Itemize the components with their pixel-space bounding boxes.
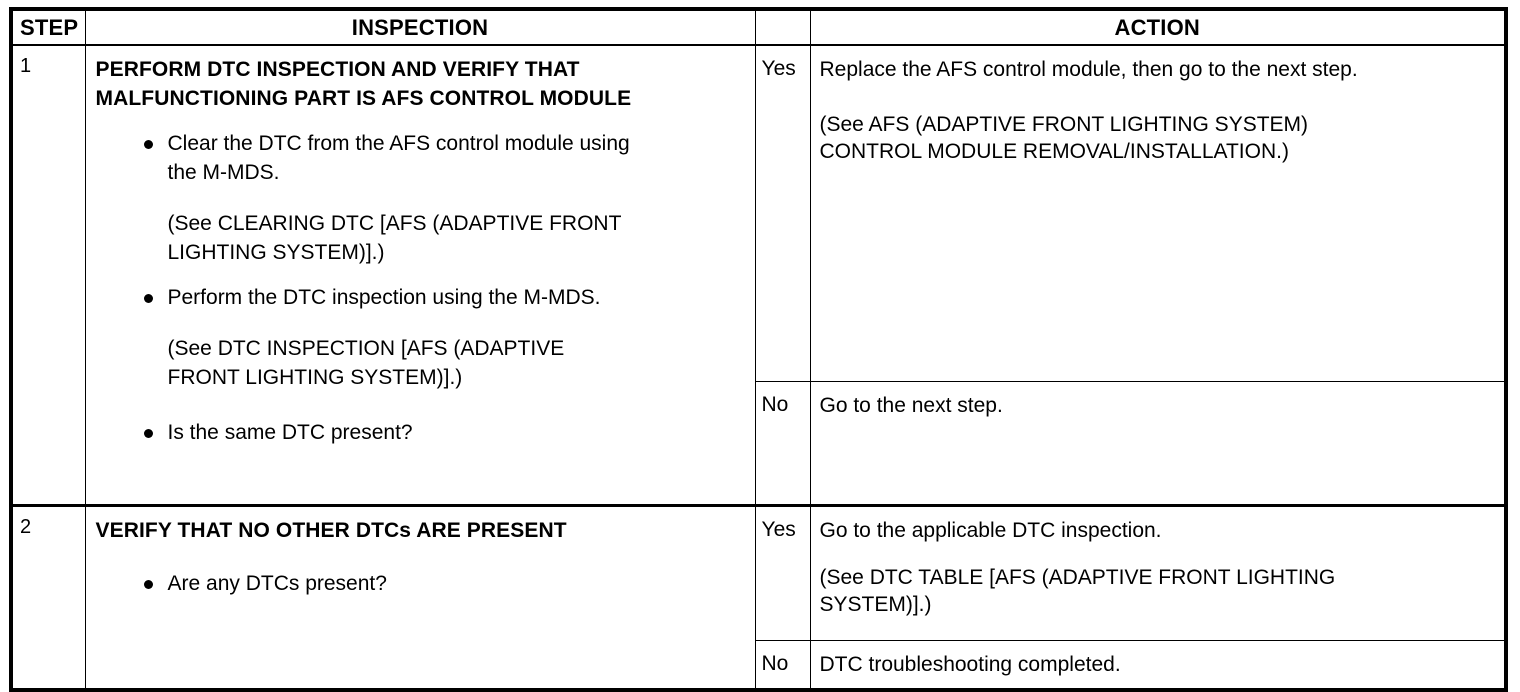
bullet-reference-note: (See CLEARING DTC [AFS (ADAPTIVE FRONT L…	[96, 209, 745, 267]
inspection-title-line-1: PERFORM DTC INSPECTION AND VERIFY THAT	[95, 58, 580, 81]
bullet-note-line-1: (See CLEARING DTC [AFS (ADAPTIVE FRONT	[167, 212, 622, 235]
bullet-note-line-2: LIGHTING SYSTEM)].)	[167, 241, 385, 264]
bullet-dot-icon	[143, 580, 153, 589]
bullet-dot-icon	[143, 294, 153, 303]
bullet-note-line-2: FRONT LIGHTING SYSTEM)].)	[167, 366, 463, 389]
column-header-inspection: INSPECTION	[84, 8, 756, 46]
list-item: Is the same DTC present?	[96, 418, 745, 447]
bullet-dot-icon	[143, 140, 153, 149]
action-note-line-1: (See DTC TABLE [AFS (ADAPTIVE FRONT LIGH…	[819, 566, 1336, 589]
column-header-yesno	[754, 8, 810, 46]
step-number-1: 1	[10, 44, 86, 506]
column-header-step: STEP	[10, 8, 86, 46]
answer-label-no-step-2: No	[754, 640, 811, 691]
inspection-title-step-2: VERIFY THAT NO OTHER DTCs ARE PRESENT	[95, 519, 567, 542]
action-text: Replace the AFS control module, then go …	[819, 58, 1358, 81]
action-reference-note: (See AFS (ADAPTIVE FRONT LIGHTING SYSTEM…	[820, 111, 1497, 165]
action-text: DTC troubleshooting completed.	[819, 653, 1121, 676]
page-root: STEP INSPECTION ACTION 1 PERFORM DTC INS…	[9, 7, 1508, 692]
list-item: Are any DTCs present?	[96, 569, 745, 598]
inspection-cell-step-1: PERFORM DTC INSPECTION AND VERIFY THAT M…	[84, 44, 756, 506]
action-cell-step-2-yes: Go to the applicable DTC inspection. (Se…	[809, 504, 1507, 641]
inspection-bullet-list-step-1: Clear the DTC from the AFS control modul…	[96, 129, 745, 447]
answer-label-yes-step-2: Yes	[754, 504, 811, 641]
bullet-text-line-1: Clear the DTC from the AFS control modul…	[167, 132, 630, 155]
inspection-cell-step-2: VERIFY THAT NO OTHER DTCs ARE PRESENT Ar…	[84, 504, 756, 691]
bullet-reference-note: (See DTC INSPECTION [AFS (ADAPTIVE FRONT…	[96, 334, 745, 392]
action-text: Go to the applicable DTC inspection.	[819, 519, 1162, 542]
bullet-text-line-2: the M-MDS.	[167, 161, 280, 184]
step-number-2: 2	[10, 504, 86, 691]
action-cell-step-1-yes: Replace the AFS control module, then go …	[809, 44, 1507, 382]
action-cell-step-1-no: Go to the next step.	[809, 381, 1507, 506]
action-cell-step-2-no: DTC troubleshooting completed.	[809, 640, 1507, 691]
action-note-line-2: SYSTEM)].)	[819, 593, 932, 616]
action-note-line-2: CONTROL MODULE REMOVAL/INSTALLATION.)	[819, 140, 1289, 163]
inspection-title-line-2: MALFUNCTIONING PART IS AFS CONTROL MODUL…	[95, 87, 632, 110]
action-text: Go to the next step.	[819, 394, 1003, 417]
answer-label-yes-step-1: Yes	[754, 44, 811, 382]
inspection-title-step-1: PERFORM DTC INSPECTION AND VERIFY THAT M…	[96, 55, 745, 113]
bullet-note-line-1: (See DTC INSPECTION [AFS (ADAPTIVE	[167, 337, 565, 360]
bullet-dot-icon	[143, 429, 153, 438]
column-header-action: ACTION	[809, 8, 1507, 46]
answer-label-no-step-1: No	[754, 381, 811, 506]
table-header-row: STEP INSPECTION ACTION	[10, 8, 1507, 46]
dtc-troubleshooting-table: STEP INSPECTION ACTION 1 PERFORM DTC INS…	[9, 7, 1508, 692]
list-item: Clear the DTC from the AFS control modul…	[96, 129, 745, 187]
table-row: 2 VERIFY THAT NO OTHER DTCs ARE PRESENT …	[10, 504, 1507, 691]
table-row: 1 PERFORM DTC INSPECTION AND VERIFY THAT…	[10, 44, 1507, 506]
bullet-text-line-1: Are any DTCs present?	[167, 572, 387, 595]
table-row: No Go to the next step.	[11, 381, 1507, 506]
inspection-bullet-list-step-2: Are any DTCs present?	[96, 569, 745, 598]
list-item: Perform the DTC inspection using the M-M…	[96, 283, 745, 312]
action-note-line-1: (See AFS (ADAPTIVE FRONT LIGHTING SYSTEM…	[819, 113, 1309, 136]
bullet-text-line-1: Perform the DTC inspection using the M-M…	[167, 286, 601, 309]
action-reference-note: (See DTC TABLE [AFS (ADAPTIVE FRONT LIGH…	[820, 564, 1497, 618]
bullet-text-line-1: Is the same DTC present?	[167, 421, 413, 444]
